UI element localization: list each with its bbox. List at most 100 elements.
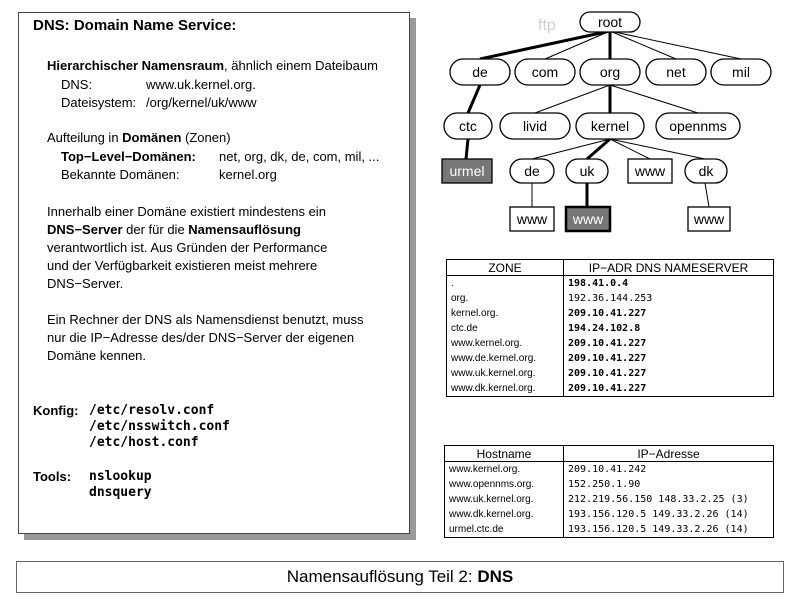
node-org	[579, 58, 641, 86]
fs-value: /org/kernel/uk/www	[146, 95, 257, 110]
zone-cell: www.de.kernel.org.	[446, 351, 564, 366]
table-row: www.dk.kernel.org.193.156.120.5 149.33.2…	[444, 507, 774, 522]
dns-label: DNS:	[61, 77, 93, 92]
tree-edges	[464, 29, 742, 208]
p1-l1: Innerhalb einer Domäne existiert mindest…	[47, 204, 326, 219]
node-de2	[509, 158, 555, 184]
fs-label: Dateisystem:	[61, 95, 137, 110]
ip-cell: 209.10.41.227	[563, 336, 774, 351]
table-row: www.de.kernel.org.209.10.41.227	[446, 351, 774, 366]
hier-rest: , ähnlich einem Dateibaum	[224, 58, 378, 73]
hostname-cell: www.uk.kernel.org.	[444, 492, 564, 507]
tree-labels: root de com org net mil ctc livid kernel…	[449, 14, 749, 227]
label-www-kernel: www	[634, 163, 666, 179]
label-kernel: kernel	[591, 118, 629, 134]
hostname-cell: www.opennms.org.	[444, 477, 564, 492]
label-urmel: urmel	[449, 163, 484, 179]
label-de: de	[472, 64, 488, 80]
hostname-cell: urmel.ctc.de	[444, 522, 564, 538]
ip-cell: 209.10.41.242	[563, 461, 774, 477]
label-com: com	[532, 64, 558, 80]
node-www-de	[509, 206, 555, 232]
tool-item: dnsquery	[89, 485, 152, 500]
p1-l3: verantwortlich ist. Aus Gründen der Perf…	[47, 240, 328, 255]
hostname-header: Hostname	[444, 445, 564, 462]
node-com	[514, 58, 576, 86]
label-mil: mil	[732, 64, 750, 80]
label-de2: de	[524, 163, 540, 179]
ip-cell: 194.24.102.8	[563, 321, 774, 336]
host-table: Hostname IP−Adresse www.kernel.org.209.1…	[444, 445, 774, 538]
dns-tree-diagram: ftp roo	[441, 11, 772, 233]
hostname-cell: www.kernel.org.	[444, 461, 564, 477]
content-panel: DNS: Domain Name Service: Hierarchischer…	[18, 12, 410, 534]
footer-title-bold: DNS	[477, 567, 514, 586]
hier-line: Hierarchischer Namensraum, ähnlich einem…	[47, 58, 378, 73]
node-dk	[684, 158, 728, 184]
label-livid: livid	[523, 118, 547, 134]
node-www-dk	[687, 206, 731, 232]
p1-l2-b1: DNS−Server	[47, 222, 123, 237]
aufteilung-pre: Aufteilung in	[47, 130, 123, 145]
konfig-file: /etc/nsswitch.conf	[89, 419, 230, 434]
konfig-label: Konfig:	[33, 403, 79, 418]
aufteilung-bold: Domänen	[122, 130, 182, 145]
ip-cell: 193.156.120.5 149.33.2.26 (14)	[563, 522, 774, 538]
label-www-dk: www	[693, 211, 725, 227]
zone-table-header: ZONE IP−ADR DNS NAMESERVER	[446, 259, 774, 276]
tld-label: Top−Level−Domänen:	[61, 149, 196, 164]
zone-cell: www.kernel.org.	[446, 336, 564, 351]
ip-cell: 212.219.56.150 148.33.2.25 (3)	[563, 492, 774, 507]
zone-table: ZONE IP−ADR DNS NAMESERVER .198.41.0.4 o…	[446, 259, 774, 397]
label-root: root	[598, 14, 622, 30]
p2-l3: Domäne kennen.	[47, 348, 147, 363]
node-de	[449, 58, 511, 86]
node-livid	[499, 112, 571, 140]
tools-label: Tools:	[33, 469, 72, 484]
panel-title: DNS: Domain Name Service:	[33, 17, 237, 34]
ip-cell: 152.250.1.90	[563, 477, 774, 492]
zone-cell: org.	[446, 291, 564, 306]
known-value: kernel.org	[219, 167, 277, 182]
zone-cell: kernel.org.	[446, 306, 564, 321]
zone-header: ZONE	[446, 259, 564, 276]
label-org: org	[600, 64, 620, 80]
p1-l2-m: der für die	[122, 222, 189, 237]
zone-cell: www.dk.kernel.org.	[446, 381, 564, 397]
ip-cell: 209.10.41.227	[563, 381, 774, 397]
table-row: www.dk.kernel.org.209.10.41.227	[446, 381, 774, 397]
tree-nodes	[443, 11, 772, 232]
ip-cell: 209.10.41.227	[563, 366, 774, 381]
node-www-kernel	[627, 158, 673, 184]
label-www-de: www	[516, 211, 548, 227]
zone-ip-header: IP−ADR DNS NAMESERVER	[563, 259, 774, 276]
slide-footer-title: Namensauflösung Teil 2: DNS	[16, 561, 784, 593]
tool-item: nslookup	[89, 469, 152, 484]
node-mil	[710, 58, 772, 86]
footer-title-pre: Namensauflösung Teil 2:	[286, 567, 478, 586]
known-label: Bekannte Domänen:	[61, 167, 180, 182]
node-root	[579, 11, 641, 33]
node-urmel	[441, 158, 493, 184]
tld-value: net, org, dk, de, com, mil, ...	[219, 149, 380, 164]
p2-l1: Ein Rechner der DNS als Namensdienst ben…	[47, 312, 364, 327]
table-row: www.kernel.org.209.10.41.242	[444, 461, 774, 477]
ip-cell: 198.41.0.4	[563, 275, 774, 291]
label-dk: dk	[699, 163, 715, 179]
host-table-header: Hostname IP−Adresse	[444, 445, 774, 462]
label-opennms: opennms	[669, 118, 727, 134]
node-ctc	[443, 112, 493, 140]
ip-cell: 193.156.120.5 149.33.2.26 (14)	[563, 507, 774, 522]
label-uk: uk	[580, 163, 596, 179]
node-www-uk	[564, 205, 612, 233]
node-kernel	[575, 112, 645, 140]
p1-l4: und der Verfügbarkeit existieren meist m…	[47, 258, 318, 273]
konfig-file: /etc/host.conf	[89, 435, 199, 450]
p2-l2: nur die IP−Adresse des/der DNS−Server de…	[47, 330, 355, 345]
node-uk	[565, 158, 609, 184]
aufteilung-line: Aufteilung in Domänen (Zonen)	[47, 130, 231, 145]
table-row: www.uk.kernel.org.212.219.56.150 148.33.…	[444, 492, 774, 507]
table-row: www.opennms.org.152.250.1.90	[444, 477, 774, 492]
node-opennms	[655, 112, 741, 140]
p1-l2: DNS−Server der für die Namensauflösung	[47, 222, 301, 237]
